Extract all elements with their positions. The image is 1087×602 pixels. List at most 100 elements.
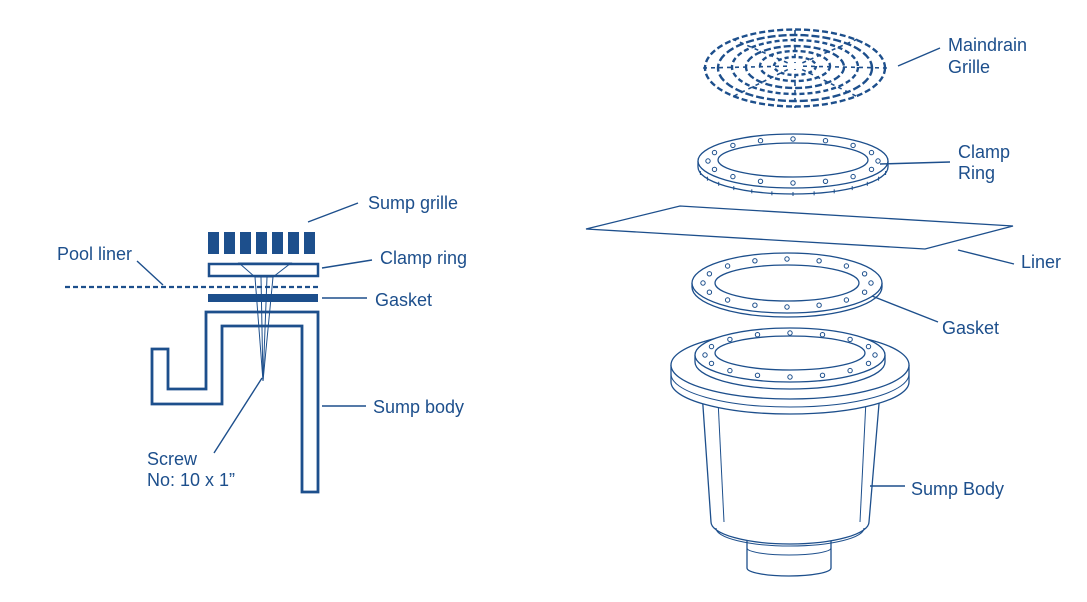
bolt-hole [706,271,713,277]
leader-line-gasket [871,295,939,323]
screw-section [237,262,293,382]
bolt-hole [727,336,733,343]
liner-sheet [585,205,1014,250]
screw-shank-line [254,276,264,382]
bolt-hole [850,173,856,180]
sump-grille-section [208,232,315,254]
bolt-hole [868,166,875,173]
grille-spokes [703,28,887,108]
bolt-hole [784,304,790,310]
bolt-hole [784,256,790,262]
bolt-hole [861,271,868,277]
clamp-ring-inner [717,142,869,178]
clamp-ring-tabs [699,171,887,196]
sump-bowl-step [715,527,865,547]
bolt-hole [872,352,878,358]
bolt-hole [724,263,731,269]
leader-line-clamp-ring [879,161,951,165]
gasket-holes [700,256,874,310]
bolt-hole [711,166,718,173]
label-sump-grille: Sump grille [368,193,458,213]
sump-outlet [746,535,832,577]
bolt-hole [790,180,796,186]
bolt-hole [754,372,761,378]
grille-center [788,63,802,69]
bolt-hole [757,138,764,144]
sump-bowl [701,391,881,545]
label-screw-spec: No: 10 x 1” [147,470,235,490]
bolt-hole [875,158,881,164]
label-clamp-ring: Clamp ring [380,248,467,268]
bolt-hole [865,360,872,367]
grille-spoke [794,65,887,69]
grille-bar [208,232,219,254]
bolt-hole [757,178,764,185]
grille-bar [224,232,235,254]
bolt-hole [787,330,793,336]
label-sump-body-exploded: Sump Body [911,479,1004,499]
bolt-hole [708,343,715,350]
bolt-hole [822,138,829,144]
sump-bowl-shade-line [859,399,867,523]
bolt-hole [868,149,875,156]
grille-bar [256,232,267,254]
bolt-hole [790,136,796,142]
bolt-hole [702,352,708,358]
grille-bar [272,232,283,254]
bolt-hole [816,258,822,264]
gasket-section [208,294,318,302]
bolt-hole [843,297,850,303]
grille-spoke [703,65,796,69]
label-gasket-exploded: Gasket [942,318,999,338]
sump-outlet-collar [746,547,832,556]
leader-line-liner [957,249,1015,265]
gasket-outer [691,252,883,314]
bolt-hole [819,372,826,378]
grille-bar [240,232,251,254]
bolt-hole [868,280,874,286]
bolt-hole [850,142,856,149]
bolt-hole [843,263,850,269]
label-pool-liner: Pool liner [57,244,132,264]
clamp-ring-section [207,262,320,278]
bolt-hole [730,142,736,149]
bolt-hole [708,360,715,367]
label-screw: Screw [147,449,198,469]
bolt-hole [847,336,853,343]
screw-shank-line [262,276,274,382]
bolt-hole [752,302,758,308]
gasket-inner [714,264,860,302]
sump-flange-band [670,373,910,408]
bolt-hole [754,332,761,338]
sump-body [670,327,910,577]
sump-ring-holes [702,330,878,380]
leader-line-sump-grille [307,202,359,223]
sump-ring-outer [694,327,886,383]
screw-shank-line [262,276,268,382]
bolt-hole [752,258,758,264]
leader-line-screw [213,377,263,454]
leader-line-clamp-ring [321,259,373,269]
label-clamp-line2: Ring [958,163,995,183]
sump-ring-inner [714,335,866,371]
cross-section-diagram: Sump grille Pool liner Clamp ring Gasket… [57,193,467,494]
bolt-hole [727,367,733,374]
screw-shank-line [260,276,264,382]
bolt-hole [705,158,711,164]
gasket [691,252,883,318]
bolt-hole [822,178,829,185]
sump-bowl-shade-line [717,399,725,523]
label-clamp-line1: Clamp [958,142,1010,162]
label-liner: Liner [1021,252,1061,272]
bolt-hole [787,374,793,380]
clamp-ring [697,133,889,196]
bolt-hole [700,280,706,286]
leader-line-maindrain-grille [897,47,941,67]
bolt-hole [816,302,822,308]
bolt-hole [865,343,872,350]
label-sump-body: Sump body [373,397,464,417]
grille-spoke [794,37,861,67]
bolt-hole [711,149,718,156]
